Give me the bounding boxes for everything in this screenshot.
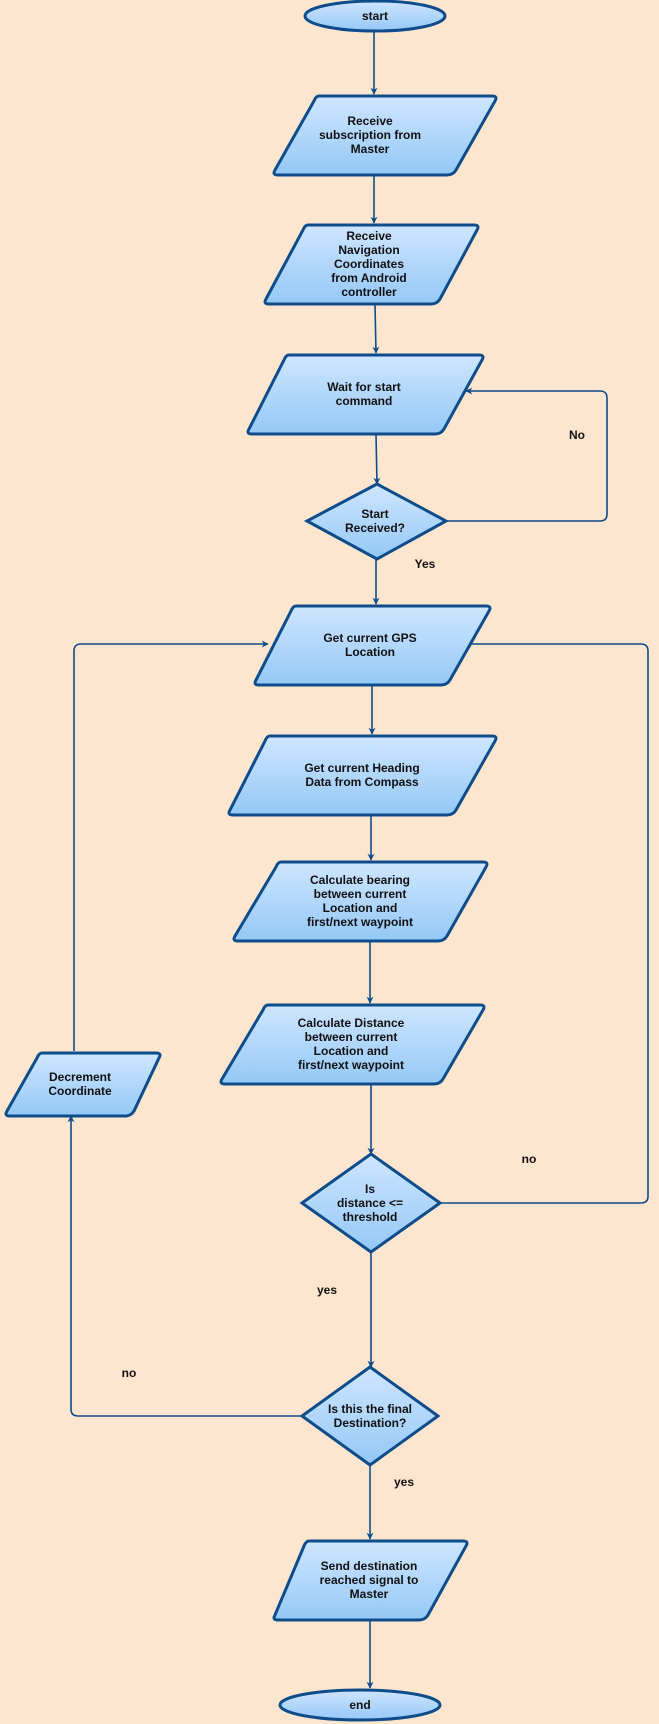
node-text-line: start — [362, 9, 388, 23]
label-dist-yes: yes — [317, 1283, 337, 1297]
node-text-line: Receive — [346, 229, 392, 243]
node-text-line: first/next waypoint — [298, 1058, 404, 1072]
node-text-line: subscription from — [319, 128, 421, 142]
node-text-line: between current — [314, 887, 407, 901]
node-text-line: Location and — [314, 1044, 389, 1058]
node-text-line: first/next waypoint — [307, 915, 413, 929]
node-text-line: Navigation — [338, 243, 399, 257]
node-text-line: Calculate bearing — [310, 873, 410, 887]
node-text-line: Master — [351, 142, 390, 156]
node-start-text: start — [362, 9, 388, 23]
edges — [67, 32, 649, 1689]
edge-decrement-to-gps — [73, 640, 269, 1051]
node-text-line: Data from Compass — [305, 775, 419, 789]
node-text-line: command — [336, 394, 393, 408]
node-text-line: from Android — [331, 271, 407, 285]
edge-navigation-to-wait — [372, 303, 380, 354]
node-end-text: end — [349, 1698, 370, 1712]
edge-wait-to-start-decision — [373, 433, 381, 485]
node-text-line: Decrement — [49, 1070, 111, 1084]
node-start: start — [303, 0, 447, 33]
node-text-line: Location and — [323, 901, 398, 915]
node-end: end — [278, 1688, 442, 1722]
node-text-line: Wait for start — [327, 380, 401, 394]
node-text-line: Get current GPS — [323, 631, 416, 645]
node-text-line: Is — [365, 1182, 375, 1196]
node-text-line: Get current Heading — [304, 761, 419, 775]
label-dist-no: no — [522, 1152, 537, 1166]
node-text-line: Calculate Distance — [298, 1016, 405, 1030]
node-text-line: Receive — [347, 114, 393, 128]
node-text-line: end — [349, 1698, 370, 1712]
label-final-no: no — [122, 1366, 137, 1380]
node-text-line: controller — [341, 285, 397, 299]
node-text-line: Coordinate — [48, 1084, 112, 1098]
edge-start-decision-no-loop — [446, 387, 608, 522]
node-text-line: Master — [350, 1587, 389, 1601]
node-text-line: Start — [361, 507, 388, 521]
edge-final-decision-no — [67, 1115, 302, 1417]
node-text-line: threshold — [343, 1210, 398, 1224]
label-start-no: No — [569, 428, 585, 442]
node-text-line: reached signal to — [320, 1573, 419, 1587]
edge-dist-decision-no-loop — [440, 640, 649, 1204]
label-start-yes: Yes — [415, 557, 436, 571]
node-text-line: Coordinates — [334, 257, 404, 271]
label-final-yes: yes — [394, 1475, 414, 1489]
node-text-line: Is this the final — [328, 1402, 412, 1416]
node-text-line: Location — [345, 645, 395, 659]
node-text-line: between current — [305, 1030, 398, 1044]
node-text-line: Destination? — [334, 1416, 407, 1430]
node-text-line: Send destination — [321, 1559, 418, 1573]
edge-labels: No Yes no yes no yes — [122, 428, 585, 1489]
node-text-line: distance <= — [337, 1196, 403, 1210]
node-text-line: Received? — [345, 521, 405, 535]
